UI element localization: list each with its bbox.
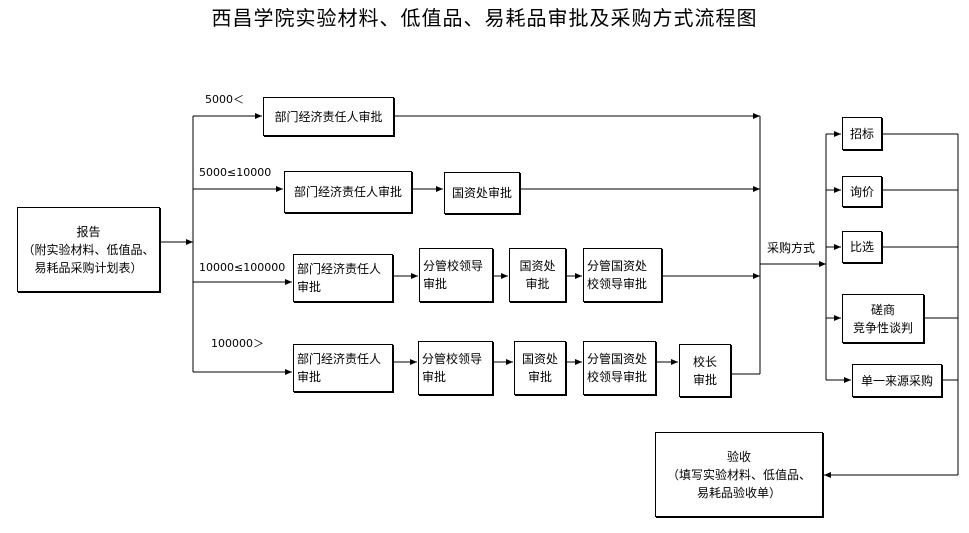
row2-asset-office-approval: 国资处审批 — [444, 172, 520, 214]
method-negotiation: 磋商 竞争性谈判 — [842, 294, 924, 343]
method-single-source: 单一来源采购 — [852, 364, 942, 397]
page-title: 西昌学院实验材料、低值品、易耗品审批及采购方式流程图 — [211, 6, 758, 30]
row4-president-approval: 校长 审批 — [679, 344, 731, 397]
row4-dept-approval: 部门经济责任人 审批 — [293, 344, 393, 392]
row1-dept-approval: 部门经济责任人审批 — [263, 97, 394, 136]
threshold-label-4: 100000＞ — [211, 337, 264, 350]
row3-asset-office-approval: 国资处 审批 — [509, 248, 566, 302]
row4-asset-leader-line-1: 分管国资处 — [587, 352, 648, 366]
row4-president-line-2: 审批 — [692, 372, 717, 387]
report-title: 报告 — [76, 224, 101, 239]
row4-leader-line-1: 分管校领导 — [422, 352, 483, 366]
row4-dept-line-1: 部门经济责任人 — [297, 352, 382, 366]
threshold-label-3: 10000≤100000 — [199, 261, 286, 274]
row2-dept-approval: 部门经济责任人审批 — [284, 171, 412, 213]
acceptance-title: 验收 — [726, 449, 751, 464]
row3-dept-line-1: 部门经济责任人 — [297, 262, 382, 276]
row4-asset-leader-approval: 分管国资处 校领导审批 — [583, 341, 656, 395]
procurement-method-label: 采购方式 — [767, 241, 816, 255]
threshold-label-1: 5000＜ — [205, 93, 244, 106]
method-bidding: 招标 — [842, 117, 882, 150]
threshold-label-2: 5000≤10000 — [199, 166, 272, 179]
row4-leader-approval: 分管校领导 审批 — [418, 341, 493, 395]
acceptance-box: 验收 （填写实验材料、低值品、 易耗品验收单） — [655, 432, 823, 517]
report-line-2: （附实验材料、低值品、 — [22, 242, 155, 257]
row3-asset-leader-line-1: 分管国资处 — [587, 259, 648, 273]
method-comparison: 比选 — [842, 231, 882, 263]
row3-leader-line-2: 审批 — [423, 277, 448, 291]
row4-leader-line-2: 审批 — [422, 370, 447, 384]
row3-dept-approval: 部门经济责任人 审批 — [293, 254, 393, 302]
report-line-3: 易耗品采购计划表） — [34, 260, 143, 275]
row4-dept-line-2: 审批 — [297, 370, 322, 384]
row4-president-line-1: 校长 — [692, 354, 717, 369]
row4-asset-office-approval: 国资处 审批 — [514, 341, 566, 395]
row3-leader-approval: 分管校领导 审批 — [419, 248, 493, 302]
row4-asset-line-1: 国资处 — [521, 352, 558, 366]
acceptance-line-2: （填写实验材料、低值品、 — [666, 467, 811, 482]
row4-asset-line-2: 审批 — [527, 370, 552, 384]
row3-asset-leader-line-2: 校领导审批 — [587, 277, 648, 291]
row4-asset-leader-line-2: 校领导审批 — [587, 370, 648, 384]
method-inquiry: 询价 — [842, 176, 882, 207]
row3-dept-line-2: 审批 — [297, 280, 322, 294]
method-negotiation-line-2: 竞争性谈判 — [852, 320, 913, 335]
row3-asset-line-2: 审批 — [525, 277, 550, 291]
row3-asset-line-1: 国资处 — [519, 259, 556, 273]
report-box: 报告 （附实验材料、低值品、 易耗品采购计划表） — [17, 207, 160, 292]
acceptance-line-3: 易耗品验收单） — [696, 485, 781, 500]
row3-leader-line-1: 分管校领导 — [423, 259, 484, 273]
row3-asset-leader-approval: 分管国资处 校领导审批 — [583, 248, 662, 302]
method-negotiation-line-1: 磋商 — [870, 302, 895, 317]
